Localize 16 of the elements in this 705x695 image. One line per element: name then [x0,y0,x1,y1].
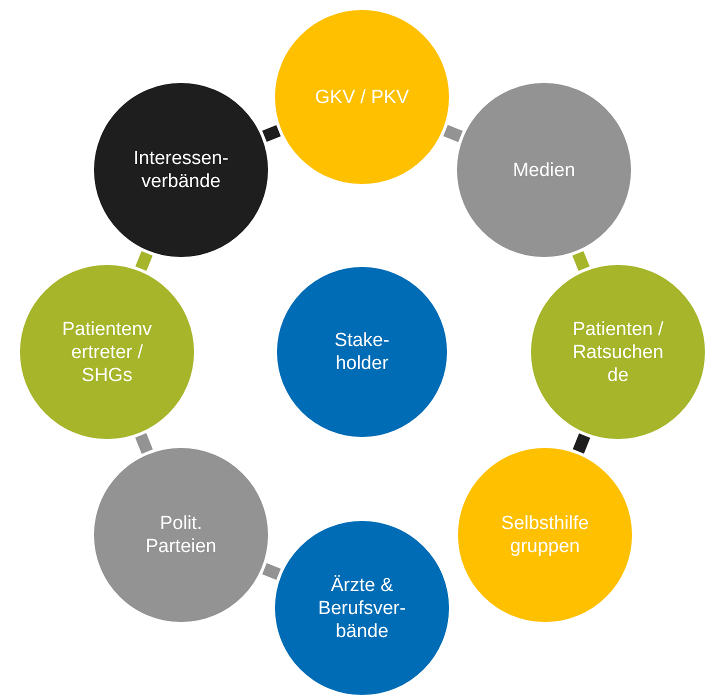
connector [135,433,153,454]
circle-label: Stake- holder [334,329,390,375]
connector [262,563,281,580]
connector [572,433,590,454]
connector [262,125,281,142]
circle-label: Medien [512,158,576,182]
circle-label: Ärzte & Berufsver- bände [317,574,407,642]
connector [572,251,590,271]
circle-label: Patientenv ertreter / SHGs [61,318,153,386]
connector [443,124,463,142]
circle-label: Interessen- verbände [132,147,230,193]
circle-label: Selbsthilfe gruppen [500,512,590,558]
circle-label: GKV / PKV [314,86,410,108]
circle-label: Patienten / Ratsuchen de [572,318,664,386]
connector [135,251,153,271]
circle-label: Polit. Parteien [144,512,218,558]
